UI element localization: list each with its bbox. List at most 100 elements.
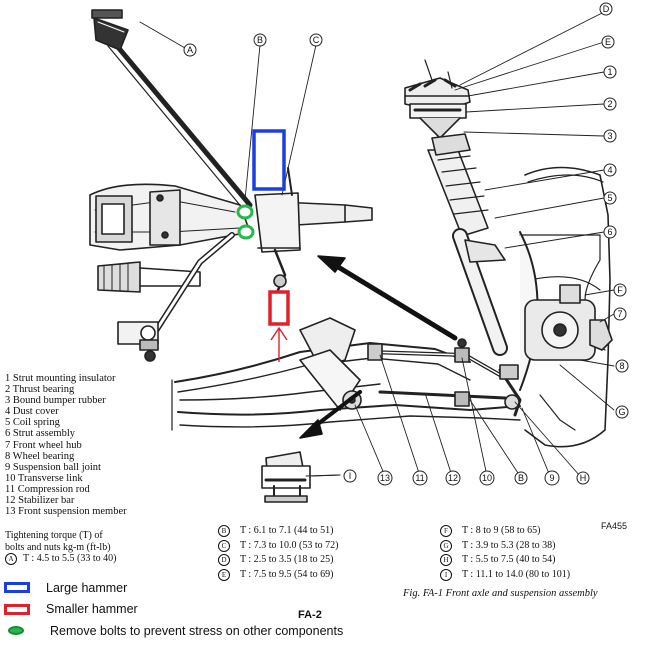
figure-caption: Fig. FA-1 Front axle and suspension asse… [403, 588, 598, 599]
svg-text:8: 8 [619, 361, 624, 371]
blue-swatch-icon [4, 582, 30, 594]
view-arrows [299, 255, 458, 439]
svg-text:3: 3 [607, 131, 612, 141]
torque-spec-E: E T : 7.5 to 9.5 (54 to 69) [218, 568, 338, 583]
callout-8: 8 [615, 359, 629, 373]
torque-note: Tightening torque (T) of bolts and nuts … [5, 530, 116, 565]
torque-note-line2: bolts and nuts kg-m (ft-lb) [5, 541, 111, 553]
torque-label-A: A [5, 553, 17, 565]
torque-specs-left: B T : 6.1 to 7.1 (44 to 51) C T : 7.3 to 1… [218, 524, 338, 582]
svg-text:B: B [518, 473, 524, 483]
torque-label-B: B [218, 525, 230, 537]
svg-text:10: 10 [482, 473, 492, 483]
svg-text:I: I [349, 471, 352, 481]
callout-B-lower: B [514, 471, 528, 485]
red-swatch-icon [4, 603, 30, 615]
torque-label-E: E [218, 568, 230, 581]
parts-list-item: 3 Bound bumper rubber [5, 395, 106, 407]
callout-A: A [183, 43, 197, 57]
figure-code: FA455 [601, 521, 628, 531]
torque-label-I: I [440, 568, 452, 581]
detail-inset [261, 451, 341, 503]
svg-text:B: B [257, 35, 263, 45]
torque-label-F: F [440, 525, 452, 537]
bolt-marker-lower [237, 224, 255, 240]
torque-label-C: C [218, 539, 230, 552]
svg-text:13: 13 [380, 473, 390, 483]
callout-6: 6 [603, 225, 617, 239]
callout-G: G [615, 405, 629, 419]
svg-text:D: D [603, 4, 610, 14]
callout-H-lower: H [576, 471, 590, 485]
callout-E: E [601, 35, 615, 49]
callout-2: 2 [603, 97, 617, 111]
torque-value-H: T : 5.5 to 7.5 (40 to 54) [462, 554, 556, 566]
parts-list-item: 7 Front wheel hub [5, 439, 82, 451]
legend-remove-bolts: Remove bolts to prevent stress on other … [4, 620, 343, 642]
wheel-hub-and-tire [519, 166, 613, 448]
callout-11: 11 [412, 470, 428, 486]
drive-shaft-boot [97, 261, 201, 293]
legend-smaller-hammer-label: Smaller hammer [46, 602, 138, 617]
strut-assembly [404, 59, 508, 356]
callout-10: 10 [479, 470, 495, 486]
parts-list-item: 2 Thrust bearing [5, 384, 75, 396]
svg-text:5: 5 [607, 193, 612, 203]
torque-value-C: T : 7.3 to 10.0 (53 to 72) [240, 539, 339, 551]
torque-spec-G: G T : 3.9 to 5.3 (28 to 38) [440, 539, 570, 554]
callout-13: 13 [377, 470, 393, 486]
smaller-hammer-marker [268, 290, 290, 326]
legend-smaller-hammer: Smaller hammer [4, 599, 343, 621]
svg-text:1: 1 [607, 67, 612, 77]
transverse-link [367, 338, 522, 417]
callouts: A B C D E 1 2 3 4 5 6 F 7 8 G 13 11 12 1… [183, 2, 629, 486]
svg-text:7: 7 [617, 309, 622, 319]
torque-value-A: T : 4.5 to 5.5 (33 to 40) [23, 553, 117, 564]
svg-text:4: 4 [607, 165, 612, 175]
parts-list-item: 4 Dust cover [5, 406, 59, 418]
torque-value-G: T : 3.9 to 5.3 (28 to 38) [462, 539, 556, 551]
torque-spec-I: I T : 11.1 to 14.0 (80 to 101) [440, 568, 570, 583]
torque-label-G: G [440, 539, 452, 552]
torque-spec-A: A T : 4.5 to 5.5 (33 to 40) [5, 553, 116, 565]
parts-list: 1 Strut mounting insulator 2 Thrust bear… [5, 373, 127, 517]
red-arrow [270, 326, 288, 362]
torque-value-D: T : 2.5 to 3.5 (18 to 25) [240, 554, 334, 566]
svg-text:9: 9 [549, 473, 554, 483]
parts-list-item: 8 Wheel bearing [5, 450, 75, 462]
callout-I: I [343, 469, 357, 483]
parts-list-item: 11 Compression rod [5, 483, 90, 495]
callout-9: 9 [544, 470, 560, 486]
svg-text:C: C [313, 35, 320, 45]
torque-value-B: T : 6.1 to 7.1 (44 to 51) [240, 525, 334, 536]
large-hammer-marker [252, 129, 286, 191]
parts-list-item: 9 Suspension ball joint [5, 461, 101, 473]
callout-F: F [613, 283, 627, 297]
callout-4: 4 [603, 163, 617, 177]
annotation-overlays [236, 129, 290, 362]
torque-label-H: H [440, 554, 452, 567]
svg-text:G: G [618, 407, 625, 417]
callout-5: 5 [603, 191, 617, 205]
front-suspension-member [171, 317, 521, 431]
bolt-marker-upper [236, 204, 254, 220]
torque-spec-C: C T : 7.3 to 10.0 (53 to 72) [218, 539, 338, 554]
parts-list-item: 6 Strut assembly [5, 428, 75, 440]
svg-text:6: 6 [607, 227, 612, 237]
legend-large-hammer: Large hammer [4, 577, 343, 599]
svg-text:12: 12 [448, 473, 458, 483]
callout-12: 12 [445, 470, 461, 486]
torque-value-E: T : 7.5 to 9.5 (54 to 69) [240, 568, 334, 580]
svg-text:E: E [605, 37, 611, 47]
svg-text:2: 2 [607, 99, 612, 109]
parts-list-item: 13 Front suspension member [5, 506, 127, 518]
callout-C: C [309, 33, 323, 47]
parts-list-item: 10 Transverse link [5, 472, 83, 484]
torque-value-I: T : 11.1 to 14.0 (80 to 101) [462, 568, 571, 580]
marker-legend: Large hammer Smaller hammer Remove bolts… [4, 577, 343, 642]
torque-note-line1: Tightening torque (T) of [5, 530, 103, 541]
